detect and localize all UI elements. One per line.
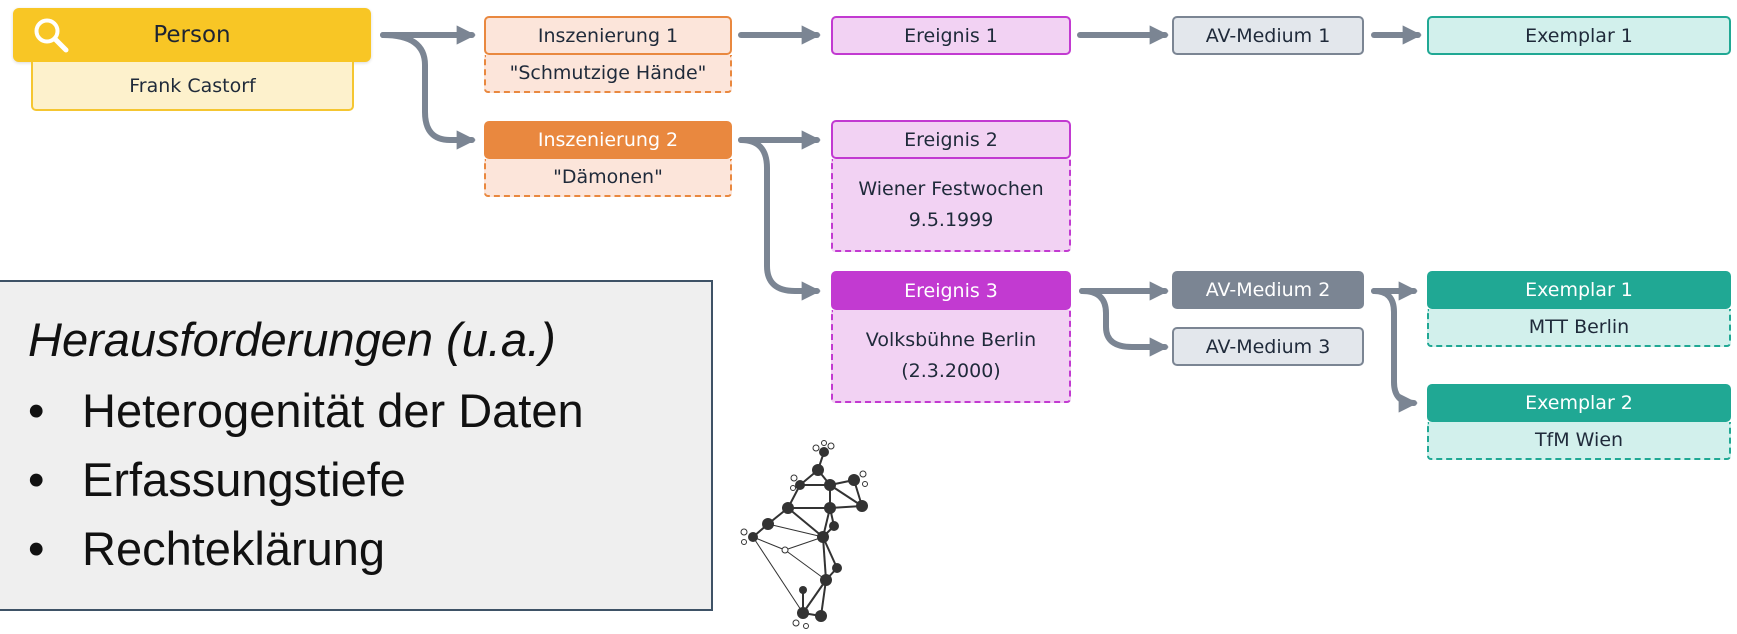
person-title: Person bbox=[153, 22, 231, 48]
av-medium-1-node[interactable]: AV-Medium 1 bbox=[1172, 16, 1364, 55]
network-graph-icon bbox=[740, 440, 868, 629]
arrow-inszenierung2-ereignis3 bbox=[738, 137, 821, 301]
bullet-icon: • bbox=[28, 522, 45, 575]
inszenierung-2-title: "Dämonen" bbox=[484, 159, 732, 197]
exemplar-2-node[interactable]: Exemplar 2 bbox=[1427, 384, 1731, 422]
bullet-icon: • bbox=[28, 453, 45, 506]
challenge-item: •Rechteklärung bbox=[28, 522, 386, 575]
bullet-icon: • bbox=[28, 384, 45, 437]
person-name: Frank Castorf bbox=[31, 62, 354, 111]
challenge-item: •Erfassungstiefe bbox=[28, 453, 406, 506]
challenges-panel: Herausforderungen (u.a.) •Heterogenität … bbox=[0, 280, 713, 611]
person-node[interactable]: Person bbox=[13, 8, 371, 62]
ereignis-2-node[interactable]: Ereignis 2 bbox=[831, 120, 1071, 159]
inszenierung-2-node[interactable]: Inszenierung 2 bbox=[484, 121, 732, 159]
arrow-ereignis3-avmedium3 bbox=[1079, 288, 1169, 357]
search-icon bbox=[34, 18, 69, 53]
exemplar-2-location: TfM Wien bbox=[1427, 422, 1731, 460]
inszenierung-1-node[interactable]: Inszenierung 1 bbox=[484, 16, 732, 55]
av-medium-2-node[interactable]: AV-Medium 2 bbox=[1172, 271, 1364, 309]
arrow-person-inszenierung2 bbox=[380, 32, 476, 150]
arrow-avmedium2-exemplar2 bbox=[1371, 288, 1418, 413]
inszenierung-1-title: "Schmutzige Hände" bbox=[484, 55, 732, 93]
exemplar-1-location: MTT Berlin bbox=[1427, 309, 1731, 347]
ereignis-2-detail: Wiener Festwochen 9.5.1999 bbox=[831, 159, 1071, 252]
challenge-item: •Heterogenität der Daten bbox=[28, 384, 584, 437]
exemplar-1-node[interactable]: Exemplar 1 bbox=[1427, 271, 1731, 309]
exemplar-1-node[interactable]: Exemplar 1 bbox=[1427, 16, 1731, 55]
challenges-title: Herausforderungen (u.a.) bbox=[28, 313, 556, 366]
ereignis-3-detail: Volksbühne Berlin (2.3.2000) bbox=[831, 310, 1071, 403]
ereignis-3-node[interactable]: Ereignis 3 bbox=[831, 271, 1071, 310]
av-medium-3-node[interactable]: AV-Medium 3 bbox=[1172, 327, 1364, 366]
ereignis-1-node[interactable]: Ereignis 1 bbox=[831, 16, 1071, 55]
